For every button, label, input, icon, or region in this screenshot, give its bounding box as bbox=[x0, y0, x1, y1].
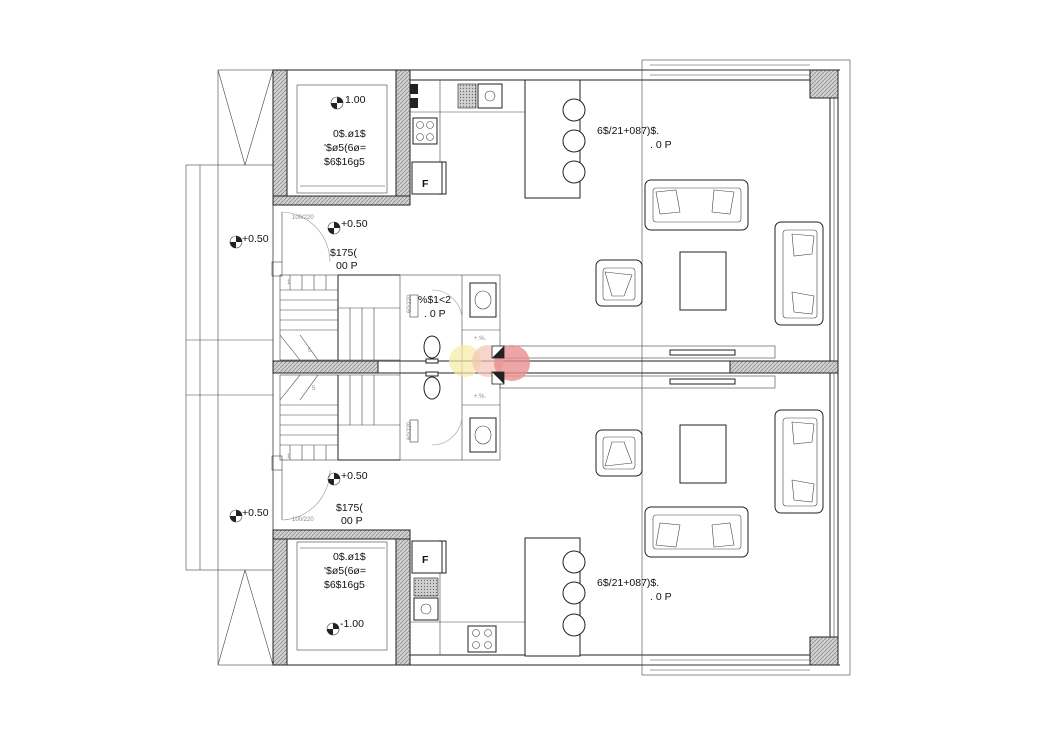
room-label: $6$16g5 bbox=[324, 156, 365, 168]
level-label: +0.50 bbox=[242, 233, 269, 245]
level-label: +0.50 bbox=[242, 507, 269, 519]
level-marker-upper-entry bbox=[229, 235, 243, 249]
entry-doors bbox=[271, 185, 385, 549]
stair-number: 5 bbox=[312, 386, 316, 392]
room-label: 00 P bbox=[341, 515, 363, 527]
room-label: . 0 P bbox=[650, 139, 672, 151]
room-label: 0$.ø1$ bbox=[333, 128, 366, 140]
fridge-label: F bbox=[422, 178, 429, 190]
level-label: 1.00 bbox=[345, 94, 366, 106]
shaft-label: +.%. bbox=[474, 394, 487, 400]
level-marker-lower-entry bbox=[229, 509, 243, 523]
wc-door-dimension: 60/220 bbox=[407, 294, 413, 313]
level-marker-lower-door bbox=[327, 472, 341, 486]
room-label: $175( bbox=[330, 247, 357, 259]
wc-door-dimension: 60/220 bbox=[407, 421, 413, 440]
room-label: 6$/21+087)$. bbox=[597, 577, 659, 589]
door-dimension: 100/220 bbox=[292, 215, 314, 221]
room-label: . 0 P bbox=[424, 308, 446, 320]
room-label: . 0 P bbox=[650, 591, 672, 603]
room-label: $175( bbox=[336, 502, 363, 514]
level-marker-upper-door bbox=[327, 221, 341, 235]
room-label: '$ø5(6ø= bbox=[324, 142, 366, 154]
stair-lower bbox=[279, 374, 400, 461]
room-label: 6$/21+087)$. bbox=[597, 125, 659, 137]
upper-small-room-walls bbox=[272, 69, 411, 206]
stair-number: 1 bbox=[287, 280, 291, 286]
level-label: -1.00 bbox=[340, 618, 364, 630]
shaft-label: +.%. bbox=[474, 336, 487, 342]
room-label: %$1<2 bbox=[418, 294, 451, 306]
door-dimension: 100/220 bbox=[292, 517, 314, 523]
stair-number: 1 bbox=[287, 454, 291, 460]
stair-upper bbox=[279, 274, 400, 361]
room-label: '$ø5(6ø= bbox=[324, 565, 366, 577]
shaft-marker bbox=[449, 345, 530, 385]
stair-number: 5 bbox=[308, 348, 312, 354]
exterior-walls bbox=[273, 59, 851, 676]
lower-kitchen bbox=[410, 537, 586, 657]
upper-kitchen bbox=[410, 79, 586, 199]
level-marker-upper-room bbox=[330, 96, 344, 110]
lower-living-furniture bbox=[595, 409, 824, 558]
room-label: 00 P bbox=[336, 260, 358, 272]
level-label: +0.50 bbox=[341, 470, 368, 482]
left-terrace bbox=[185, 69, 274, 666]
level-marker-lower-room bbox=[326, 622, 340, 636]
room-label: 0$.ø1$ bbox=[333, 551, 366, 563]
level-label: +0.50 bbox=[341, 218, 368, 230]
central-party-wall bbox=[272, 345, 839, 389]
room-label: $6$16g5 bbox=[324, 579, 365, 591]
lower-small-room-walls bbox=[272, 529, 411, 666]
upper-living-furniture bbox=[595, 179, 824, 326]
fridge-label: F bbox=[422, 554, 429, 566]
